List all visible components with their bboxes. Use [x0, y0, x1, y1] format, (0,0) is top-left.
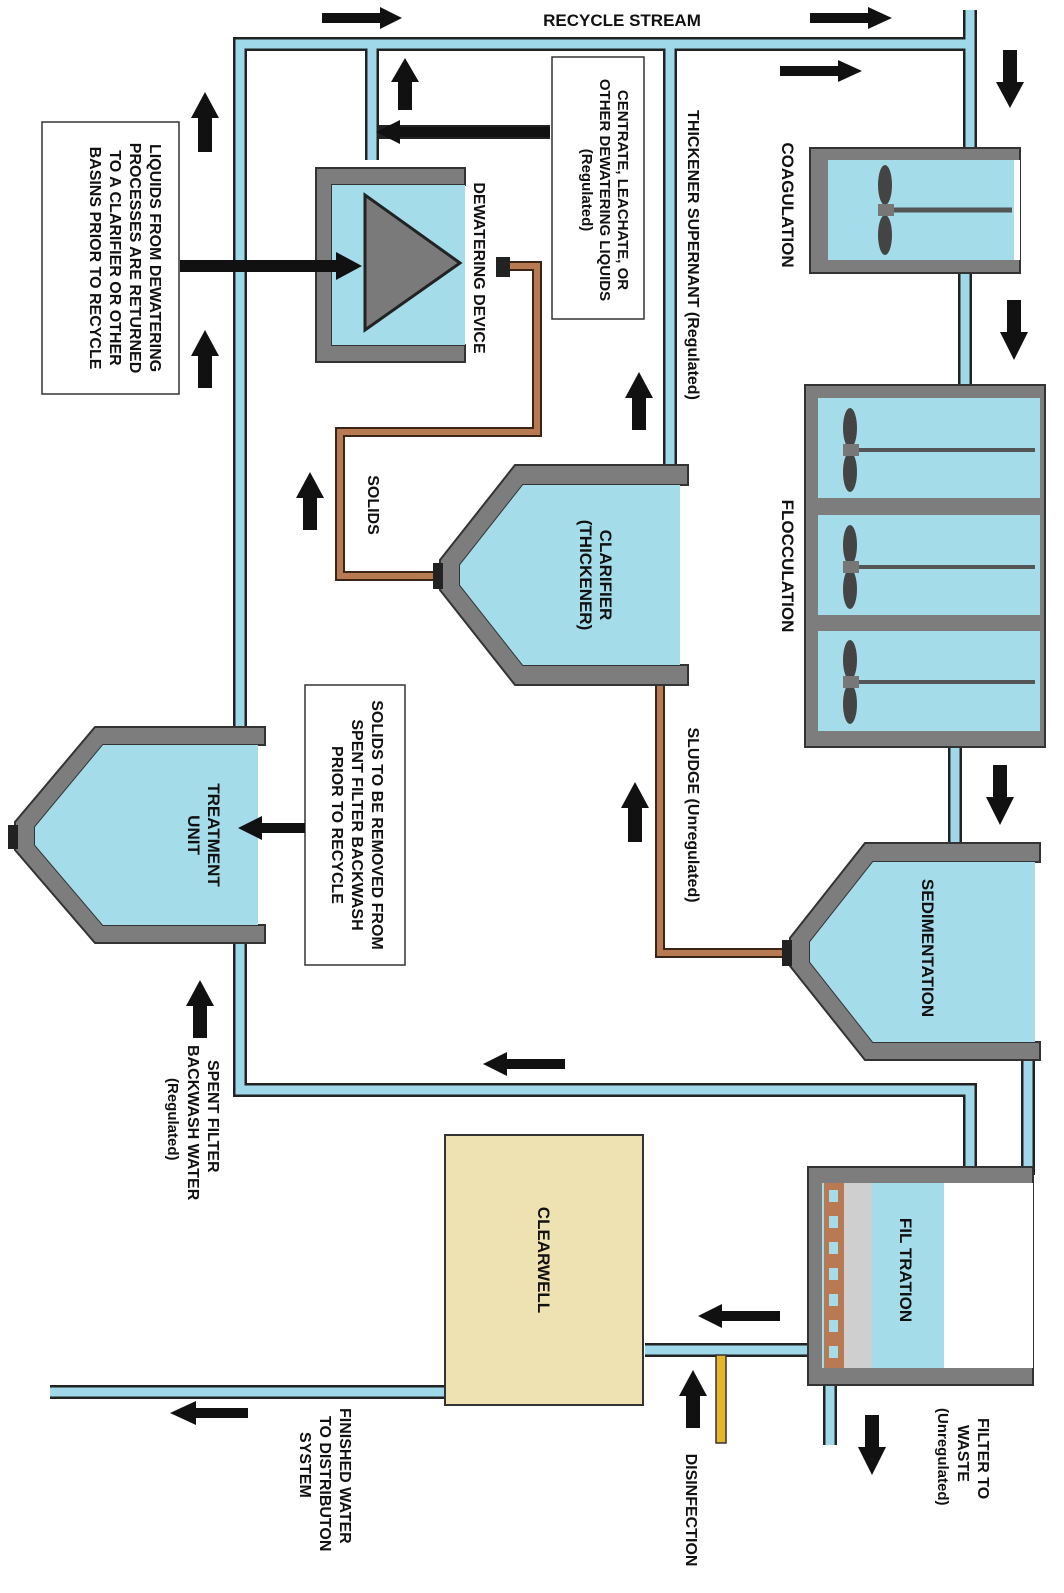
centrate-note-line-2: OTHER DEWATERING LIQUIDS: [596, 79, 613, 301]
liquids-note-line-3: TO A CLARIFIER OR OTHER: [106, 150, 123, 366]
flow-arrows: [170, 7, 1028, 1475]
treatment-label-1: TREATMENT: [204, 783, 223, 887]
clarifier-thickener: [433, 464, 689, 686]
liquids-note-box: [41, 121, 180, 395]
recycle-stream-label: RECYCLE STREAM: [543, 11, 701, 30]
thickener-supernant-label: THICKENER SUPERNANT (Regulated): [684, 110, 701, 400]
flocculation-label: FLOCCULATION: [778, 500, 797, 633]
clearwell-label: CLEARWELL: [534, 1207, 553, 1313]
liquids-note-line-1: LIQUIDS FROM DEWATERING: [146, 144, 163, 372]
clearwell-tank: [444, 1134, 644, 1406]
centrate-note-line-3: (Regulated): [578, 149, 595, 232]
dewatering-device-label: DEWATERING DEVICE: [470, 182, 487, 354]
sedimentation-label: SEDIMENTATION: [918, 879, 937, 1017]
sedimentation-basin: [782, 842, 1041, 1061]
centrate-note-box: [551, 56, 645, 320]
recycle-pipes-fill: [50, 10, 1033, 1445]
filter-to-waste-line-2: WASTE: [954, 1425, 971, 1482]
sludge-pipes-fill: [337, 263, 790, 956]
solids-label: SOLIDS: [364, 475, 381, 535]
spent-filter-line-3: (Regulated): [164, 1078, 181, 1161]
sludge-label: SLUDGE (Unregulated): [684, 727, 701, 902]
liquids-note-line-4: BASINS PRIOR TO RECYCLE: [86, 147, 103, 370]
solids-note-line-2: SPENT FILTER BACKWASH: [348, 719, 365, 930]
finished-water-line-2: TO DISTRIBUTON: [316, 1416, 333, 1551]
finished-water-line-1: FINISHED WATER: [336, 1408, 353, 1544]
filtration-unit: [807, 1166, 1034, 1386]
disinfection-label: DISINFECTION: [682, 1454, 699, 1567]
spent-filter-line-2: BACKWASH WATER: [184, 1045, 201, 1201]
clarifier-label-1: CLARIFIER: [596, 530, 615, 621]
coagulation-label: COAGULATION: [778, 142, 797, 267]
dewatering-device: [315, 167, 510, 363]
finished-water-line-3: SYSTEM: [296, 1432, 313, 1498]
coagulation-basin: [809, 147, 1021, 274]
centrate-note-line-1: CENTRATE, LEACHATE, OR: [614, 90, 631, 290]
flocculation-basin: [804, 384, 1046, 748]
filter-to-waste-line-1: FILTER TO: [974, 1418, 991, 1499]
treatment-label-2: UNIT: [184, 815, 203, 855]
liquids-note-line-2: PROCESSES ARE RETURNED: [126, 143, 143, 374]
treatment-unit: [8, 726, 266, 944]
filtration-label: FIL TRATION: [896, 1218, 915, 1322]
solids-note-line-3: PRIOR TO RECYCLE: [328, 746, 345, 904]
clarifier-label-2: (THICKENER): [576, 520, 595, 631]
solids-note-box: [304, 684, 406, 966]
filter-to-waste-line-3: (Unregulated): [934, 1408, 951, 1506]
disinfection-injector: [715, 1354, 727, 1444]
spent-filter-line-1: SPENT FILTER: [204, 1060, 221, 1173]
solids-note-line-1: SOLIDS TO BE REMOVED FROM: [368, 700, 385, 950]
